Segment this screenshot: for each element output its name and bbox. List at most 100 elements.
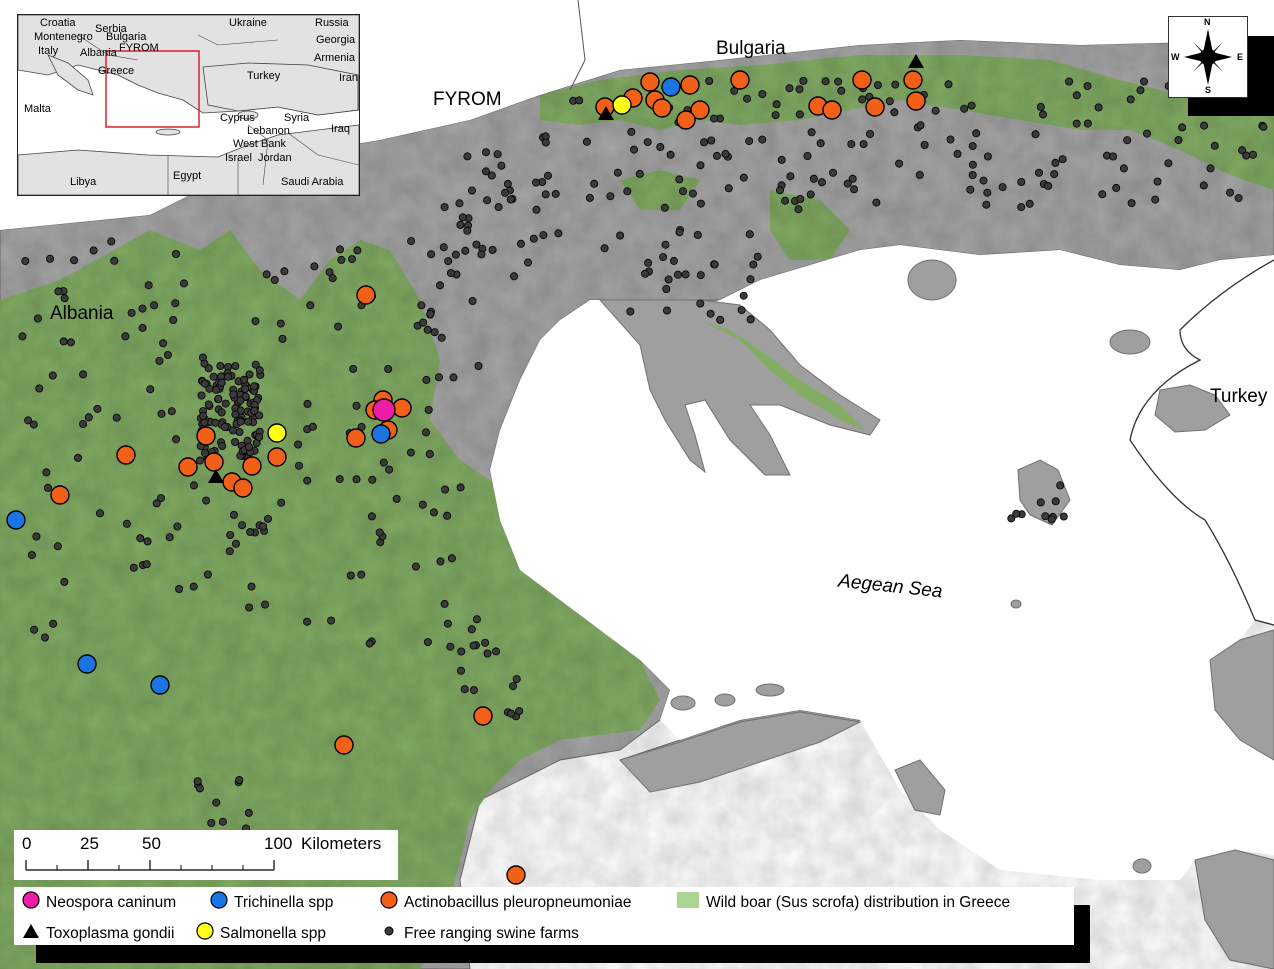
farm-marker — [696, 199, 705, 208]
case-marker-actinobacillus — [906, 91, 926, 111]
farm-marker — [795, 85, 804, 94]
label-albania: Albania — [50, 303, 114, 324]
farm-marker — [834, 77, 843, 86]
farm-marker — [211, 418, 220, 427]
case-marker-actinobacillus — [690, 100, 710, 120]
case-marker-neospora — [372, 398, 396, 422]
inset-label-libya: Libya — [70, 176, 97, 188]
inset-label-ukraine: Ukraine — [229, 17, 267, 29]
farm-marker — [821, 77, 830, 86]
farm-marker — [585, 193, 594, 202]
farm-marker — [1112, 183, 1121, 192]
farm-marker — [666, 150, 675, 159]
farm-marker — [1109, 152, 1118, 161]
farm-marker — [745, 137, 754, 146]
case-marker-actinobacillus — [852, 70, 872, 90]
farm-markers — [18, 76, 1268, 833]
farm-marker — [467, 625, 476, 634]
case-marker-trichinella — [6, 510, 26, 530]
farm-marker — [968, 160, 977, 169]
farm-marker — [423, 325, 432, 334]
island-small-top-2 — [714, 693, 736, 707]
farm-marker — [79, 370, 88, 379]
island-small-top-1 — [670, 695, 696, 711]
farm-marker — [422, 375, 431, 384]
farm-marker — [663, 306, 672, 315]
farm-marker — [785, 84, 794, 93]
land-euboea-top — [619, 711, 862, 793]
farm-marker — [481, 638, 490, 647]
farm-marker — [541, 138, 550, 147]
border-fyrom-bulgaria — [569, 0, 586, 91]
farm-marker — [675, 175, 684, 184]
farm-marker — [488, 245, 497, 254]
farm-marker — [276, 319, 285, 328]
farm-marker — [244, 808, 253, 817]
farm-marker — [885, 97, 894, 106]
farm-marker — [446, 642, 455, 651]
farm-marker — [205, 384, 214, 393]
case-marker-actinobacillus — [506, 865, 526, 885]
compass-n: N — [1204, 17, 1211, 27]
farm-marker — [229, 390, 238, 399]
scale-bar: 0 25 50 100 Kilometers — [14, 830, 398, 880]
farm-marker — [446, 269, 455, 278]
inset-label-cyprus: Cyprus — [220, 112, 255, 124]
farm-marker — [171, 299, 180, 308]
farm-marker — [152, 499, 161, 508]
farm-marker — [972, 129, 981, 138]
island-thasos-top — [907, 259, 957, 301]
farm-marker — [352, 475, 361, 484]
farm-marker — [255, 366, 264, 375]
farm-marker — [1153, 177, 1162, 186]
farm-marker — [1123, 136, 1132, 145]
farm-marker — [335, 245, 344, 254]
farm-marker — [250, 406, 259, 415]
case-marker-actinobacillus — [903, 70, 923, 90]
farm-marker — [635, 169, 644, 178]
farm-marker — [1012, 509, 1021, 518]
inset-label-armenia: Armenia — [314, 52, 355, 64]
farm-marker — [30, 625, 39, 634]
farm-marker — [1058, 155, 1067, 164]
farm-marker — [872, 198, 881, 207]
farm-marker — [541, 190, 550, 199]
farm-marker — [493, 150, 502, 159]
farm-marker — [200, 449, 209, 458]
farm-marker — [643, 138, 652, 147]
farm-marker — [250, 382, 259, 391]
inset-label-israel: Israel — [225, 152, 252, 164]
legend-wildboar-label: Wild boar (Sus scrofa) distribution in G… — [706, 893, 1011, 911]
island-small-top-3 — [755, 683, 785, 697]
farm-marker — [93, 404, 102, 413]
inset-label-serbia: Serbia — [95, 23, 127, 35]
farm-marker — [89, 246, 98, 255]
island-imbros-top — [1154, 384, 1231, 433]
farm-marker — [745, 230, 754, 239]
label-fyrom: FYROM — [433, 89, 502, 110]
farm-marker — [122, 519, 131, 528]
farm-marker — [669, 256, 678, 265]
inset-study-area-box — [105, 50, 200, 128]
farm-marker — [623, 187, 632, 196]
farm-marker — [758, 90, 767, 99]
legend: Neospora caninum Trichinella spp Actinob… — [14, 887, 1074, 945]
farm-marker — [1007, 514, 1016, 523]
farm-marker — [421, 428, 430, 437]
farm-marker — [365, 639, 374, 648]
farm-marker — [107, 237, 116, 246]
farm-marker — [806, 190, 815, 199]
inset-land-south — [18, 124, 359, 195]
farm-marker — [230, 437, 239, 446]
legend-farms-label: Free ranging swine farms — [404, 924, 579, 942]
farm-marker — [246, 528, 255, 537]
farm-marker — [436, 557, 445, 566]
farm-marker — [696, 161, 705, 170]
farm-marker — [84, 413, 93, 422]
farm-marker — [169, 315, 178, 324]
case-marker-actinobacillus — [473, 706, 493, 726]
farm-marker — [172, 435, 181, 444]
farm-marker — [228, 426, 237, 435]
case-marker-actinobacillus — [334, 735, 354, 755]
farm-marker — [456, 483, 465, 492]
